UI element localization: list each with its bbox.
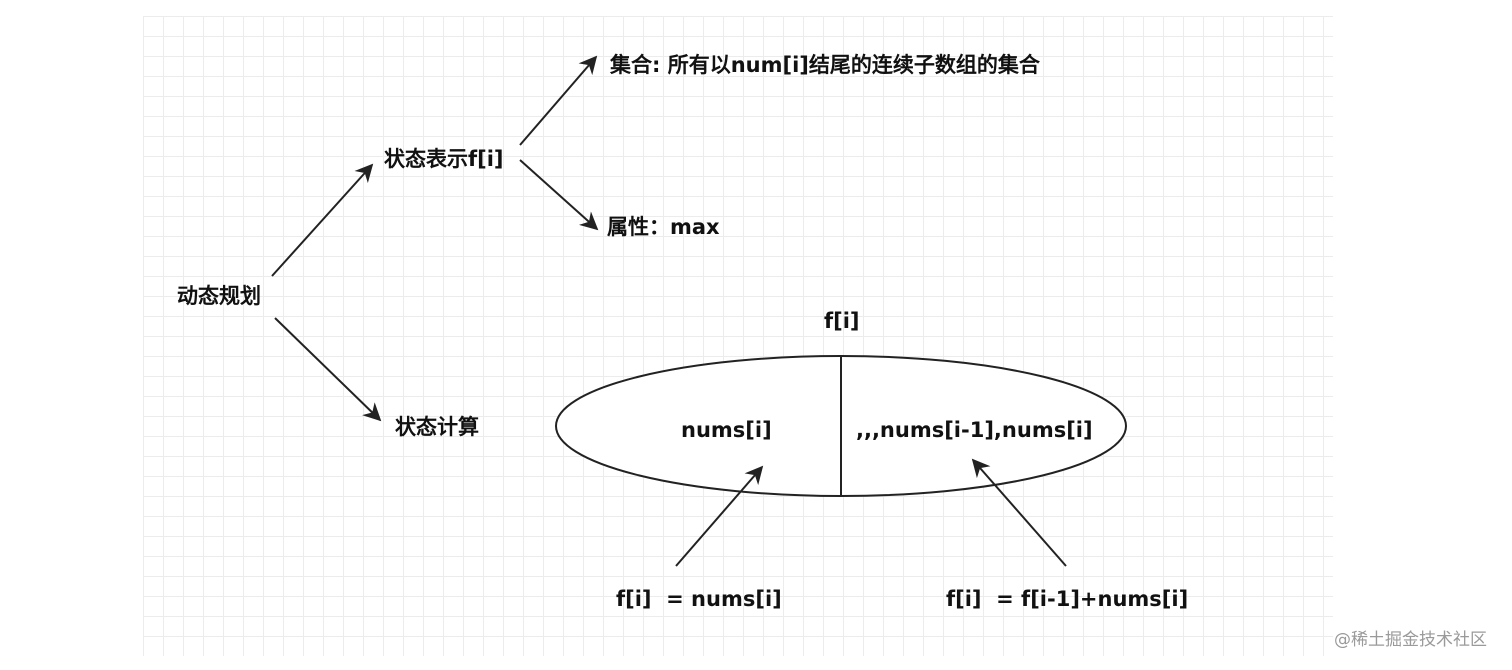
arrow-root-to-state-repr (271, 163, 374, 277)
watermark: @稀土掘金技术社区 (1334, 630, 1487, 650)
right-formula-label: f[i] = f[i-1]+nums[i] (946, 587, 1189, 611)
left-formula-label: f[i] = nums[i] (616, 587, 782, 611)
state-repr-label: 状态表示f[i] (384, 147, 504, 171)
right-part-label: ,,,nums[i-1],nums[i] (856, 418, 1093, 442)
arrow-right-formula (971, 458, 1067, 567)
state-calc-label: 状态计算 (395, 415, 479, 439)
arrow-root-to-state-calc (274, 317, 382, 422)
root-label: 动态规划 (177, 284, 261, 308)
set-label: 集合: 所有以num[i]结尾的连续子数组的集合 (610, 53, 1040, 77)
left-part-label: nums[i] (681, 418, 772, 442)
arrow-state-repr-to-attribute (519, 159, 599, 231)
partition-title: f[i] (824, 309, 860, 333)
attribute-label: 属性：max (607, 215, 720, 239)
grid-background (143, 16, 1333, 656)
arrow-left-formula (675, 465, 764, 567)
arrow-state-repr-to-set (519, 55, 598, 146)
